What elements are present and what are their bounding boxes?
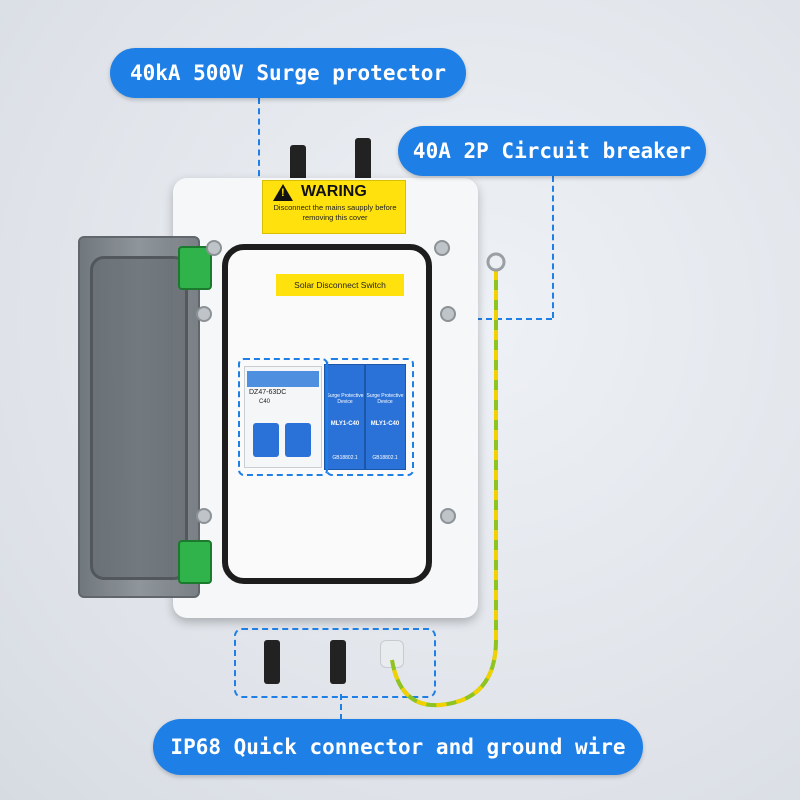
warning-sticker: WARING Disconnect the mains saupply befo… [262,180,406,234]
bottom-cable-left [264,640,280,684]
warning-title: WARING [301,183,367,200]
screw-icon [196,508,212,524]
screw-icon [196,306,212,322]
breaker-handle-2[interactable] [285,423,311,457]
warning-body: Disconnect the mains saupply before remo… [273,203,397,222]
top-cable-left [290,145,306,183]
door-window [90,256,188,580]
surge-header-2: Surge Protective Device [366,393,404,405]
warning-triangle-icon [273,184,293,201]
top-cable-right [355,138,371,183]
breaker-handle-1[interactable] [253,423,279,457]
surge-model-1: MLY1-C40 [330,421,360,427]
surge-callout-line [258,98,260,238]
bottom-cable-right [330,640,346,684]
hinge-bottom [178,540,212,584]
surge-divider [364,365,366,469]
breaker-model: DZ47-63DC [249,389,287,396]
surge-protector: Surge Protective Device Surge Protective… [324,364,406,470]
surge-header-1: Surge Protective Device [326,393,364,405]
breaker-callout-line [552,176,554,318]
hinge-top [178,246,212,290]
transparent-door[interactable] [78,236,200,598]
surge-standard-2: GB18802.1 [372,455,398,461]
connector-callout-line [340,694,342,720]
screw-icon [206,240,222,256]
surge-standard-1: GB18802.1 [332,455,358,461]
breaker-top-band [247,371,319,387]
screw-icon [440,508,456,524]
ring-terminal-icon [486,252,506,272]
surge-protector-label: 40kA 500V Surge protector [110,48,466,98]
breaker-rating: C40 [259,399,271,405]
surge-model-2: MLY1-C40 [370,421,400,427]
circuit-breaker-label: 40A 2P Circuit breaker [398,126,706,176]
surge-highlight-box [326,358,414,476]
circuit-breaker[interactable]: DZ47-63DC C40 [244,366,322,468]
connector-highlight-box [234,628,436,698]
screw-icon [440,306,456,322]
solar-disconnect-label: Solar Disconnect Switch [276,274,404,296]
screw-icon [434,240,450,256]
quick-connector-label: IP68 Quick connector and ground wire [153,719,643,775]
